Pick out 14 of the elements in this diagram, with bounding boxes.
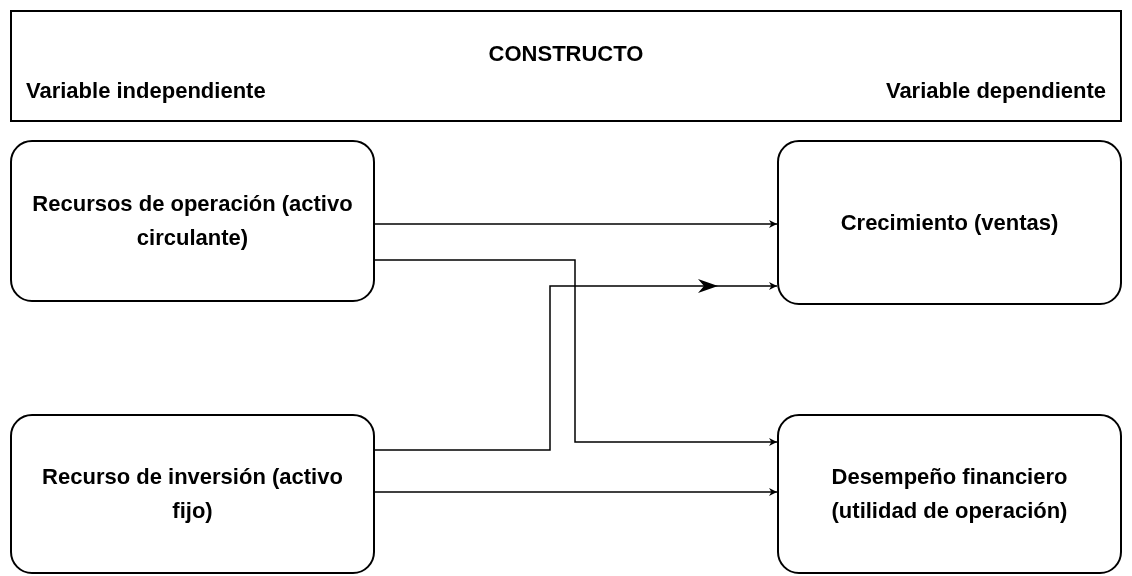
rounded-box: [10, 414, 375, 574]
arrow: [374, 220, 778, 228]
rounded-box: [777, 140, 1122, 305]
box-label: Recurso de inversión (activo fijo): [41, 463, 344, 525]
rounded-box: [10, 140, 375, 302]
rounded-box: [777, 414, 1122, 574]
heading: CONSTRUCTO: [487, 40, 645, 68]
box-label: Desempeño financiero (utilidad de operación): [830, 463, 1069, 525]
column-heading: Variable independiente: [26, 77, 266, 105]
header-box: [10, 10, 1122, 122]
arrow: [374, 488, 778, 496]
box-label: Recursos de operación (activo circulante): [31, 190, 354, 252]
column-heading: Variable dependiente: [885, 77, 1106, 105]
box-label: Crecimiento (ventas): [840, 208, 1059, 237]
